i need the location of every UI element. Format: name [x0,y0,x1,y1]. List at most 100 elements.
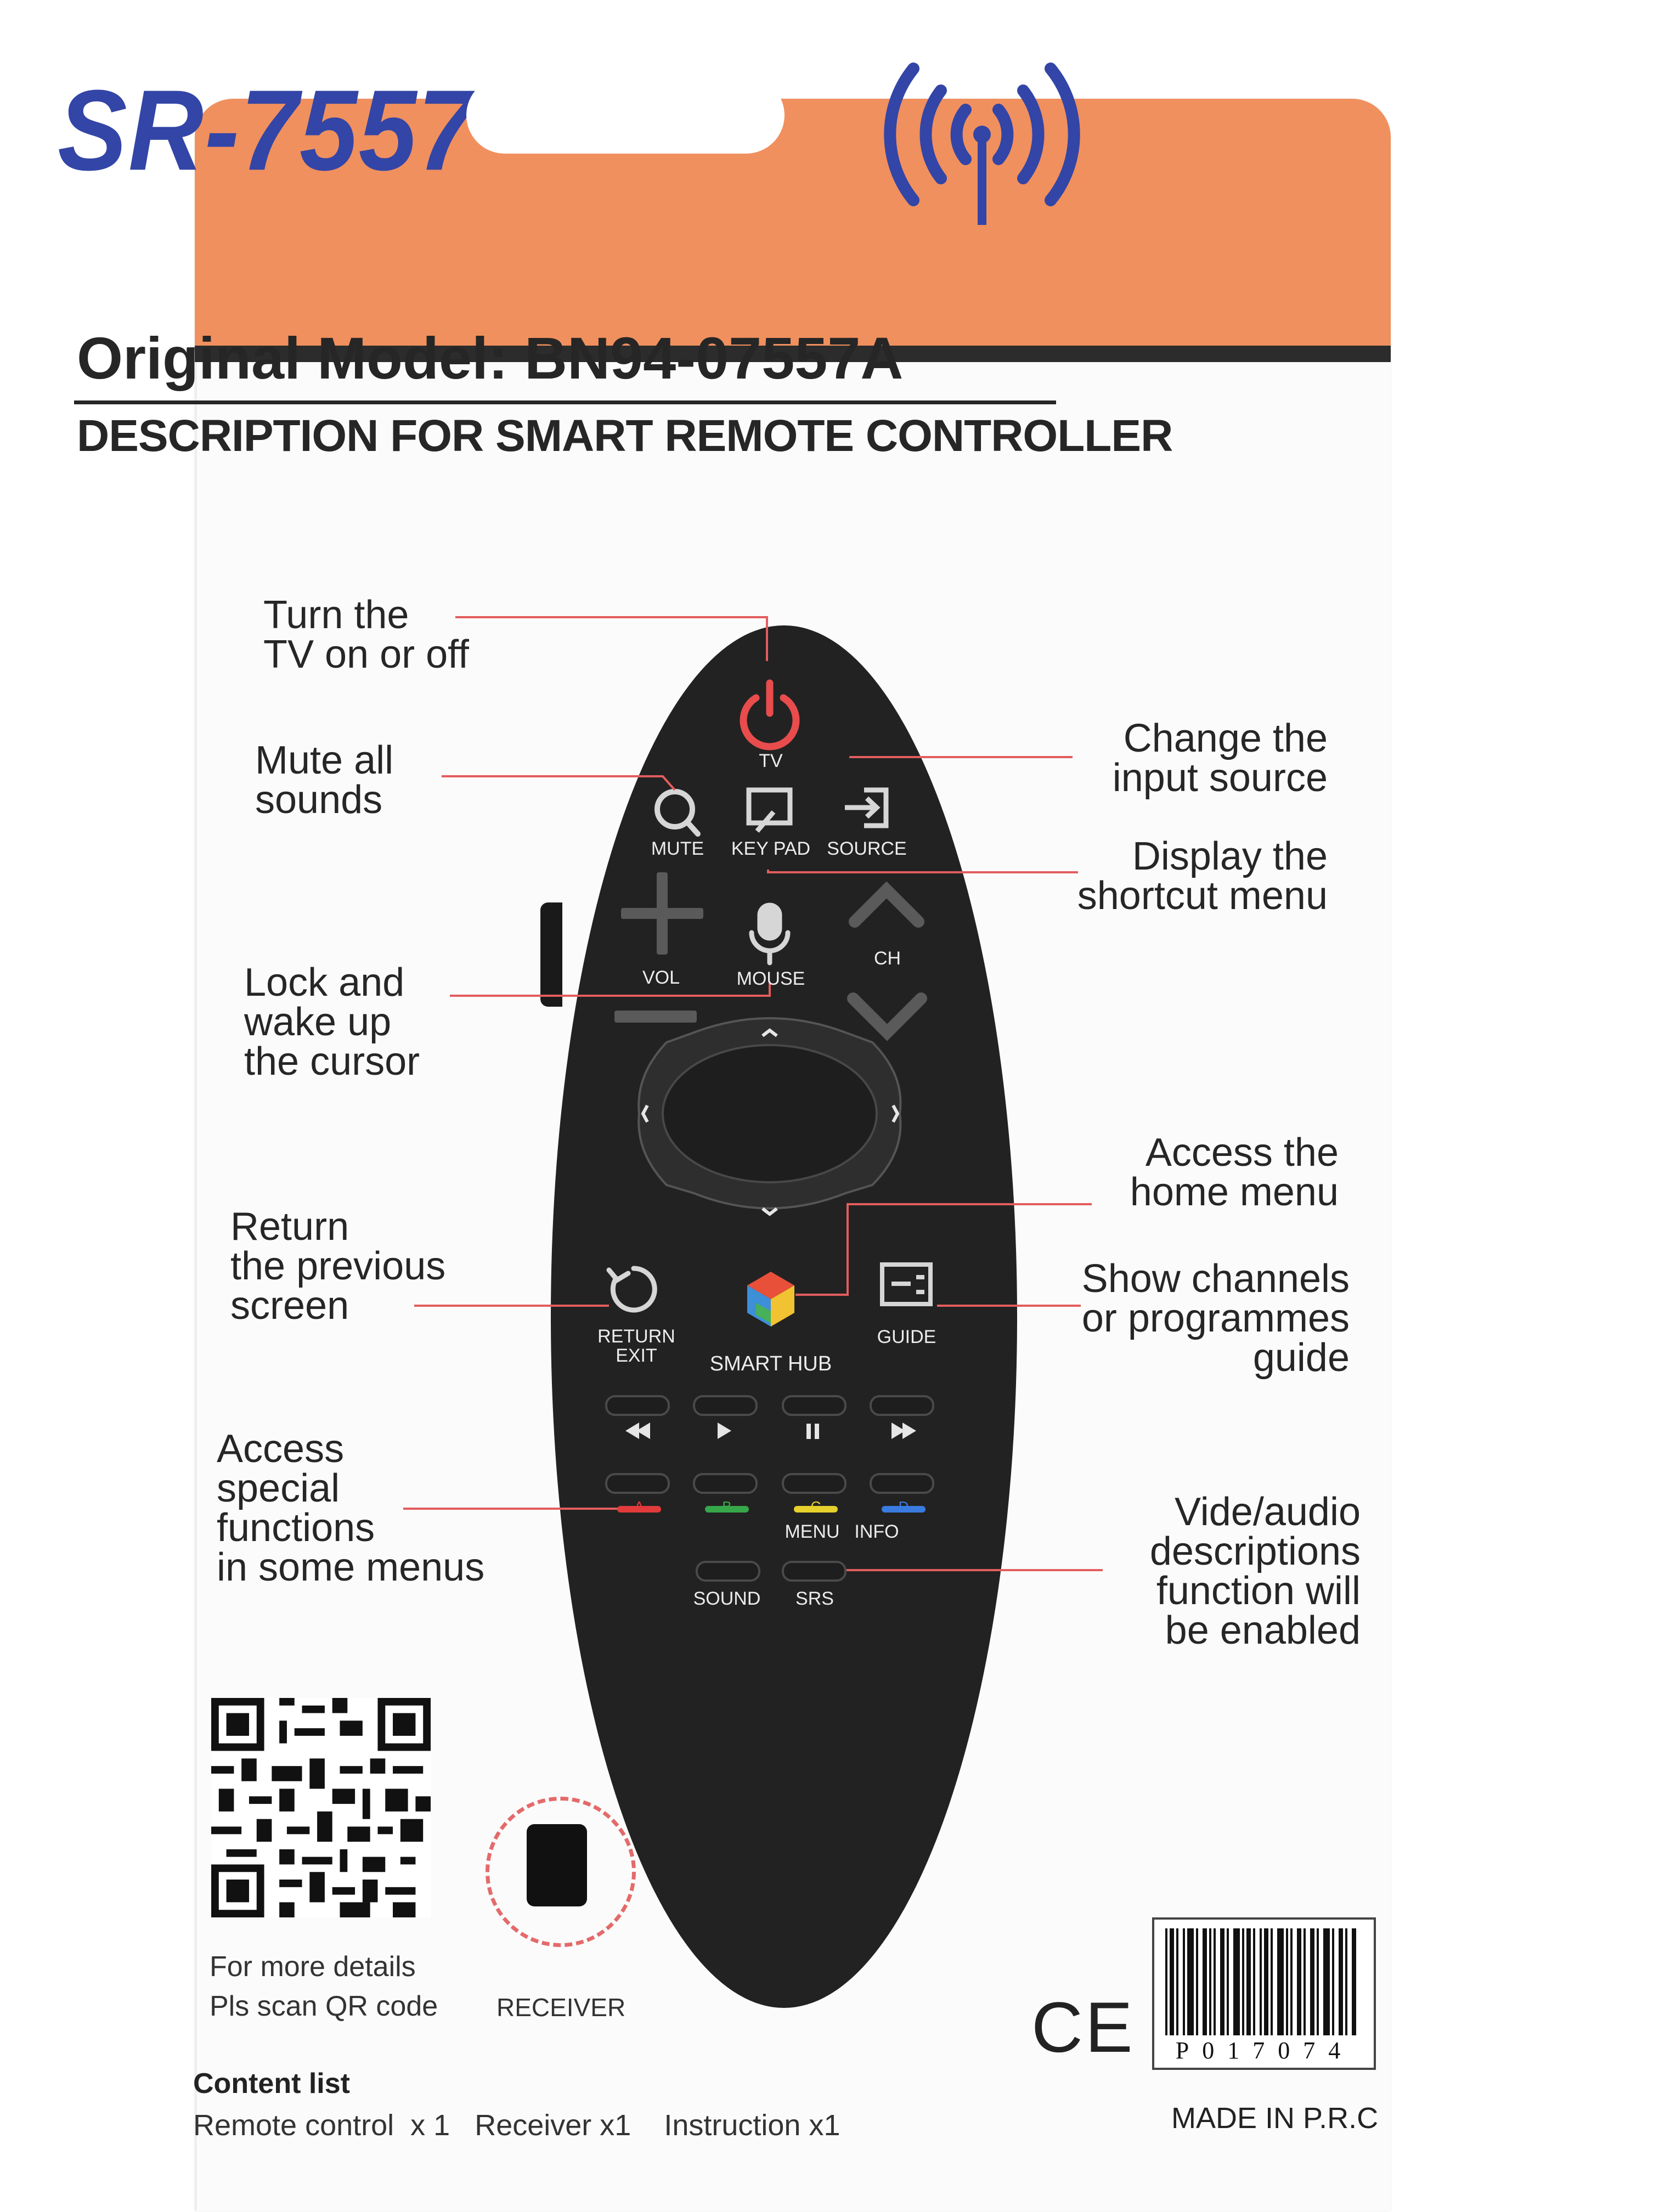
keypad-button[interactable] [745,787,794,837]
green-top-button[interactable] [693,1395,758,1416]
annotation-leader-lines [403,616,1103,1571]
channel-down-button[interactable] [848,988,927,1042]
a-button[interactable] [605,1473,670,1494]
page-title: Original Model: BN94-07557A [77,325,904,391]
guide-icon [880,1262,933,1306]
mute-button[interactable] [653,787,702,837]
play-button[interactable] [699,1418,749,1446]
right-arrow-icon [891,1104,900,1123]
source-icon [845,787,889,828]
b-button[interactable] [693,1473,758,1494]
mute-label: MUTE [651,838,704,859]
search-icon [654,789,701,837]
a-letter: A [634,1498,644,1515]
d-button[interactable] [870,1473,934,1494]
srs-label: SRS [795,1588,834,1609]
d-letter: D [898,1498,909,1515]
label-srs: Vide/audio descriptions function will be… [1149,1490,1361,1652]
guide-label: GUIDE [877,1327,936,1347]
card-edge [195,99,197,2211]
return-button[interactable] [603,1262,658,1317]
b-color-bar [705,1506,749,1513]
mouse-button[interactable] [746,900,795,966]
ch-label: CH [873,948,901,969]
page-subtitle: DESCRIPTION FOR SMART REMOTE CONTROLLER [77,411,1173,461]
mouse-label: MOUSE [736,968,805,989]
c-button[interactable] [782,1473,847,1494]
srs-button[interactable] [782,1561,847,1582]
sound-button[interactable] [696,1561,760,1582]
barcode-number: P017074 [1175,2037,1354,2064]
sound-label: SOUND [693,1588,761,1609]
label-guide: Show channels or programmes guide [1081,1257,1350,1380]
smart-hub-icon [747,1272,794,1327]
label-power: Turn the TV on or off [263,593,469,676]
channel-up-icon [849,881,924,928]
b-letter: B [722,1498,732,1515]
usb-receiver-icon [527,1824,587,1906]
fast-forward-button[interactable] [878,1418,927,1446]
source-button[interactable] [842,787,891,837]
rewind-button[interactable] [614,1418,664,1446]
d-color-bar [882,1506,926,1513]
blue-top-button[interactable] [870,1395,934,1416]
fast-forward-icon [891,1423,916,1439]
smart-hub-button[interactable] [742,1267,799,1330]
label-color-buttons: Access special functions in some menus [217,1427,485,1589]
barcode [1165,1928,1356,2035]
receiver-label: RECEIVER [496,1993,626,2022]
side-button[interactable] [540,902,562,1007]
volume-up-icon [621,872,703,955]
vol-label: VOL [642,967,680,988]
made-in-label: MADE IN P.R.C [1171,2102,1379,2135]
pause-icon [806,1424,819,1439]
channel-up-button[interactable] [849,881,926,933]
up-arrow-icon [761,1028,778,1037]
keypad-icon [746,787,793,833]
pause-button[interactable] [787,1418,837,1446]
return-label: RETURN [597,1326,675,1347]
model-code: SR-7557 [58,66,477,195]
receiver-highlight [486,1797,636,1947]
label-mute: Mute all sounds [255,738,394,822]
return-icon [606,1266,657,1313]
play-icon [718,1423,731,1439]
channel-down-icon [847,992,927,1041]
content-list-title: Content list [193,2068,350,2100]
title-divider [74,400,1056,404]
touchpad[interactable] [637,1017,902,1210]
menu-label: MENU [785,1521,840,1542]
label-home: Access the home menu [1130,1131,1339,1214]
tv-label: TV [759,751,783,771]
volume-up-button[interactable] [617,870,708,960]
qr-caption-line2: Pls scan QR code [210,1990,438,2022]
rewind-icon [625,1423,650,1439]
qr-caption-line1: For more details [210,1951,416,1983]
header-banner [195,99,1391,346]
power-icon [740,679,800,751]
volume-down-button[interactable] [612,1001,702,1031]
c-color-bar [794,1506,838,1513]
a-color-bar [617,1506,661,1513]
volume-down-icon [614,1011,697,1023]
label-keypad: Display the shortcut menu [1077,834,1328,918]
c-letter: C [810,1498,821,1515]
header-stripe [195,346,1391,362]
info-label: INFO [854,1521,899,1542]
exit-label: EXIT [616,1345,657,1366]
down-arrow-icon [761,1207,778,1216]
microphone-icon [749,902,791,966]
qr-code[interactable] [211,1698,431,1917]
source-label: SOURCE [827,838,907,859]
power-button[interactable] [741,672,799,730]
yellow-top-button[interactable] [782,1395,847,1416]
red-top-button[interactable] [605,1395,670,1416]
guide-button[interactable] [878,1261,935,1310]
label-source: Change the input source [1112,716,1328,800]
label-return: Return the previous screen [230,1205,446,1328]
left-arrow-icon [641,1104,649,1123]
smart-hub-label: SMART HUB [709,1352,832,1375]
ce-mark: CE [1031,1987,1135,2067]
keypad-label: KEY PAD [731,838,811,859]
